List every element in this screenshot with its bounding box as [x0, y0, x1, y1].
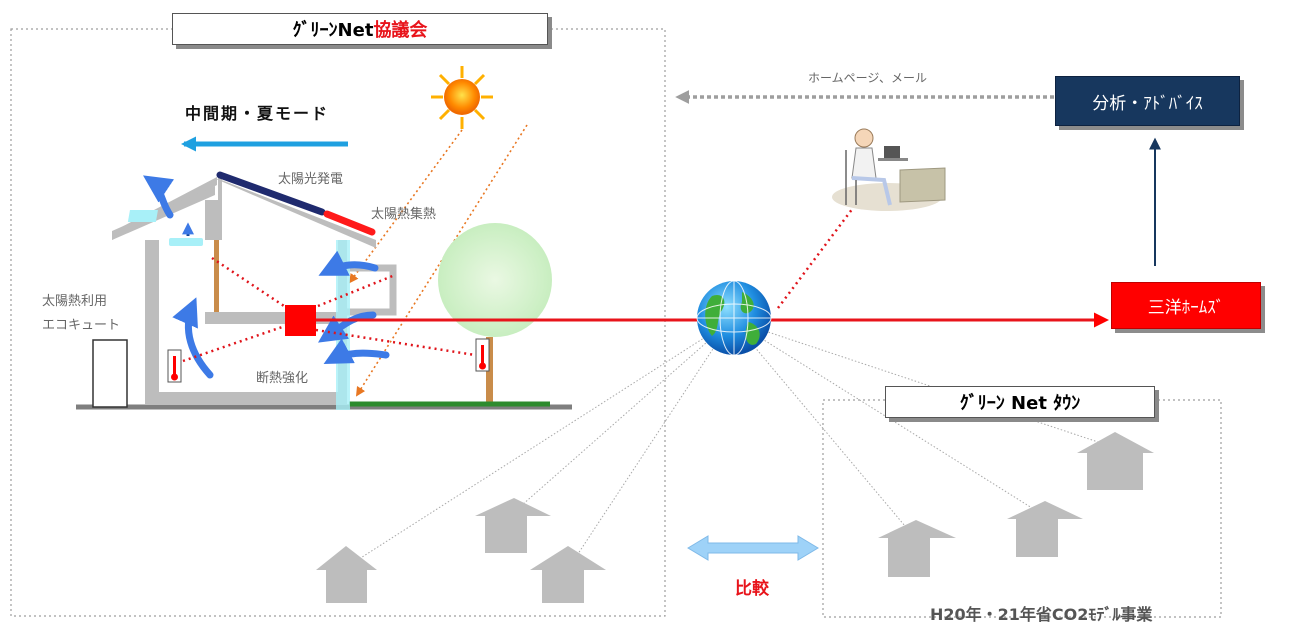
globe-icon: [696, 280, 772, 356]
network-links: [344, 319, 1111, 569]
home-controller: [285, 305, 316, 336]
thermometer-icon-indoor: [167, 349, 182, 383]
solar-pv-label: 太陽光発電: [278, 172, 344, 187]
globe-to-user-link: [777, 195, 863, 309]
solar-thermal-label: 太陽熱集熱: [371, 207, 437, 222]
house-icon-5: [1007, 501, 1083, 557]
sun-icon: [431, 66, 493, 129]
sun-ray-2: [355, 124, 528, 397]
compare-double-arrow: [687, 535, 819, 561]
council-title-suffix: 協議会: [373, 20, 428, 41]
analysis-advice-box: 分析・ｱﾄﾞﾊﾞｲｽ: [1055, 76, 1240, 126]
sanyo-homes-label: 三洋ﾎｰﾑｽﾞ: [1147, 298, 1225, 318]
solar-thermal-panel: [323, 210, 376, 236]
compare-label: 比較: [735, 579, 769, 599]
user-at-cafe-icon: [832, 128, 946, 211]
feedback-label: ホームページ、メール: [808, 71, 928, 85]
airflow-arrows: [143, 175, 390, 379]
council-title-prefix: ｸﾞﾘｰﾝNet: [292, 20, 374, 41]
insulation-label: 断熱強化: [256, 371, 309, 386]
project-caption: H20年・21年省CO2ﾓﾃﾞﾙ事業: [930, 605, 1153, 624]
sun-ray-1: [348, 129, 463, 284]
house-icon-6: [878, 520, 956, 577]
analysis-advice-label: 分析・ｱﾄﾞﾊﾞｲｽ: [1092, 93, 1203, 114]
house-icon-2: [475, 498, 551, 553]
town-title: ｸﾞﾘｰﾝ Net ﾀｳﾝ: [959, 393, 1081, 414]
ecocute-label-line2: エコキュート: [42, 318, 121, 333]
town-title-box: ｸﾞﾘｰﾝ Net ﾀｳﾝ: [885, 386, 1155, 418]
sensor-links: [182, 256, 476, 363]
sanyo-homes-box: 三洋ﾎｰﾑｽﾞ: [1111, 282, 1261, 329]
ecocute-unit: [92, 339, 128, 408]
house-icon-1: [316, 546, 377, 603]
tree-icon: [438, 223, 552, 405]
thermometer-icon-outdoor: [475, 338, 490, 372]
solar-pv-panel: [216, 171, 326, 216]
house-icon-3: [530, 546, 606, 603]
mode-label: 中間期・夏モード: [185, 104, 330, 123]
house-icon-4: [1077, 432, 1154, 490]
town-houses: [316, 432, 1154, 603]
ecocute-label: 太陽熱利用 エコキュート: [42, 290, 120, 338]
ecocute-label-line1: 太陽熱利用: [42, 294, 108, 309]
town-region-border: [822, 399, 1222, 618]
